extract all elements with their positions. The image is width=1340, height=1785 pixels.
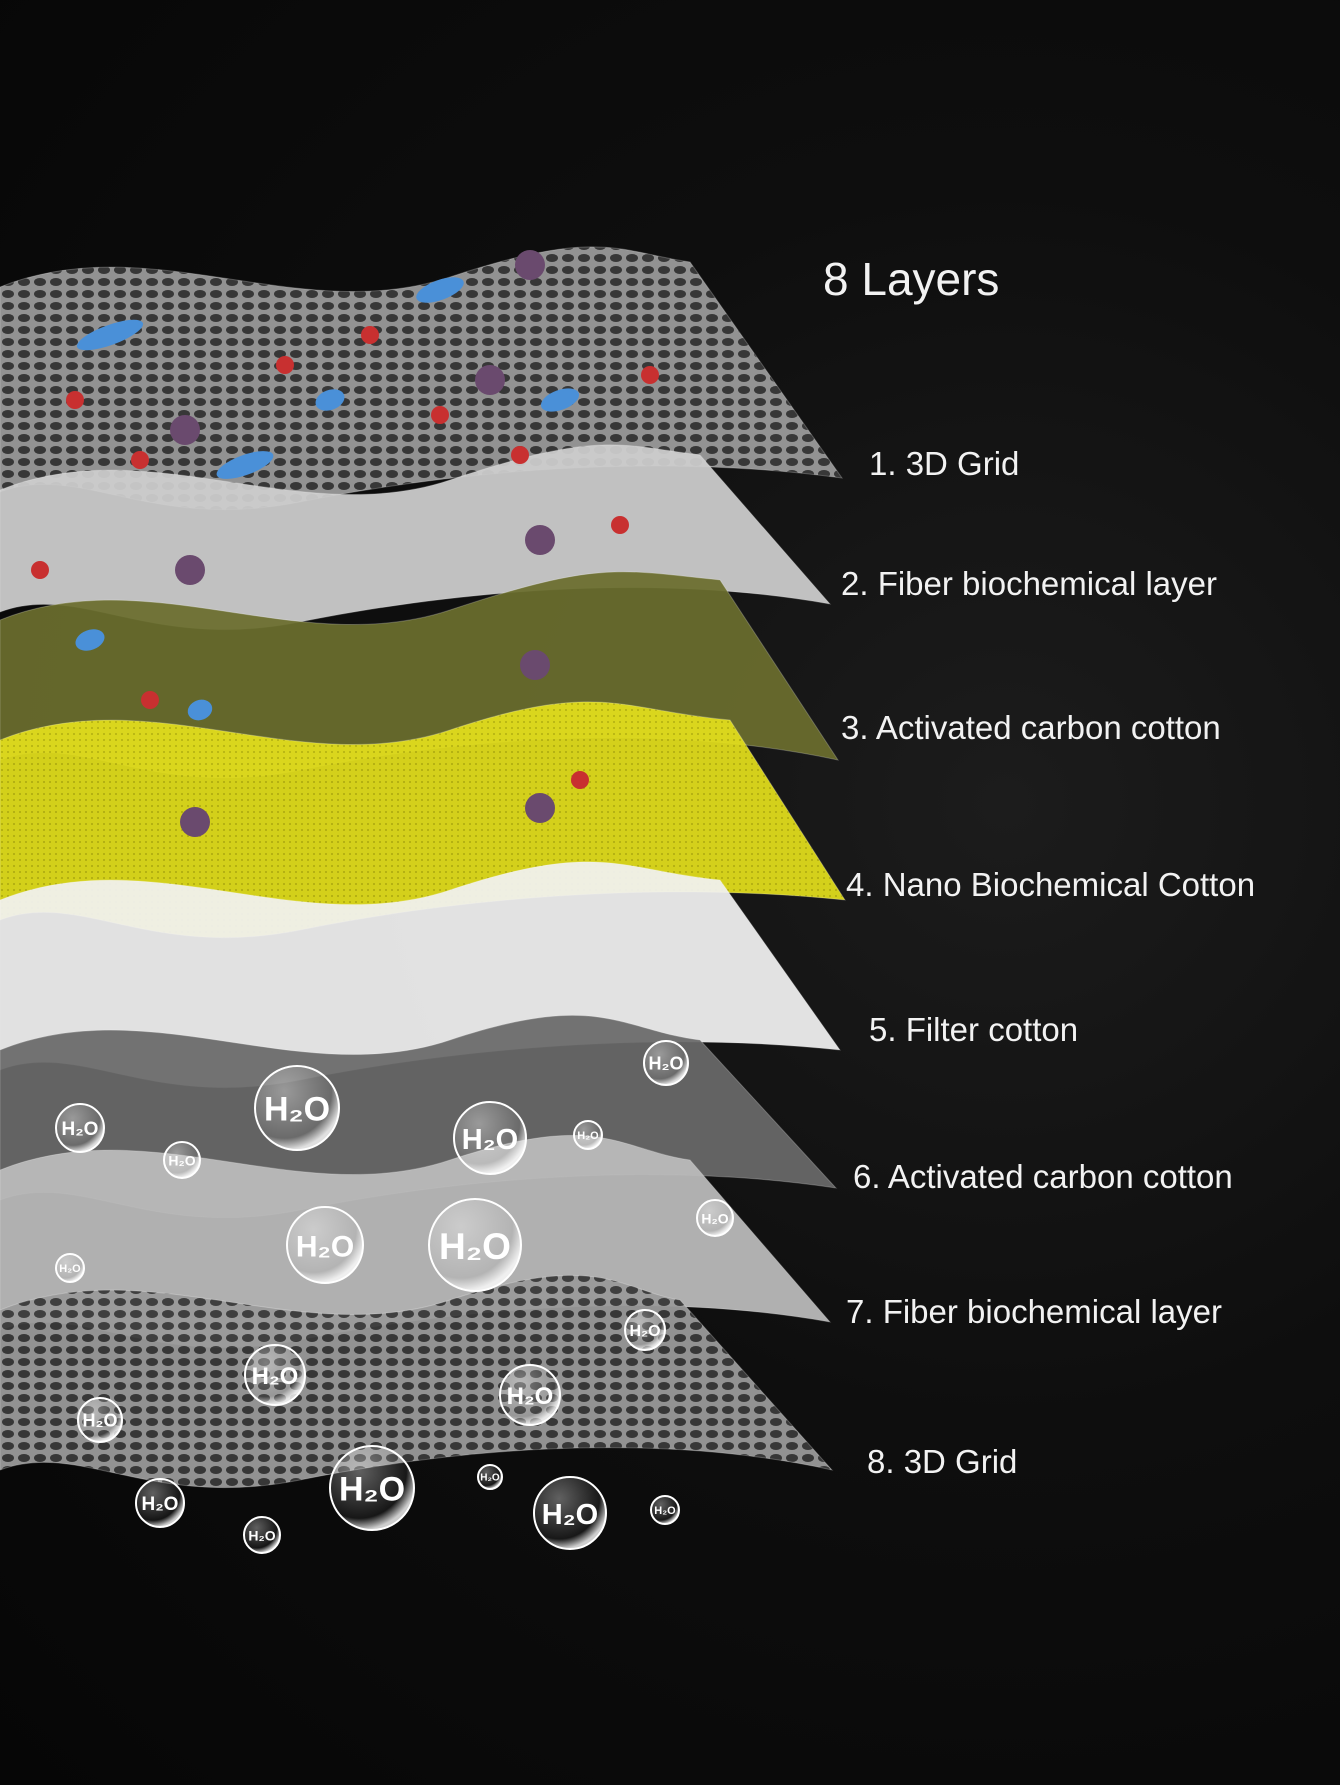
layer-label-5: 5. Filter cotton bbox=[869, 1011, 1079, 1048]
water-bubble-icon: H₂O bbox=[244, 1344, 306, 1406]
water-bubble-icon: H₂O bbox=[163, 1141, 201, 1179]
svg-text:H₂O: H₂O bbox=[248, 1527, 275, 1543]
svg-text:H₂O: H₂O bbox=[252, 1363, 299, 1390]
germ-icon bbox=[520, 650, 550, 680]
water-bubble-icon: H₂O bbox=[650, 1495, 680, 1525]
bacteria-icon bbox=[187, 699, 213, 721]
svg-text:H₂O: H₂O bbox=[142, 1494, 179, 1515]
germ-icon bbox=[525, 525, 555, 555]
water-bubble-icon: H₂O bbox=[477, 1464, 503, 1490]
layer-label-4: 4. Nano Biochemical Cotton bbox=[846, 866, 1256, 903]
svg-text:H₂O: H₂O bbox=[62, 1119, 99, 1140]
germ-icon bbox=[141, 691, 159, 709]
germ-icon bbox=[611, 516, 629, 534]
svg-text:H₂O: H₂O bbox=[339, 1471, 405, 1509]
svg-text:H₂O: H₂O bbox=[59, 1263, 81, 1275]
water-bubble-icon: H₂O bbox=[624, 1309, 666, 1351]
germ-icon bbox=[276, 356, 294, 374]
layer-label-8: 8. 3D Grid bbox=[867, 1443, 1018, 1480]
germ-icon bbox=[525, 793, 555, 823]
germ-icon bbox=[641, 366, 659, 384]
svg-text:H₂O: H₂O bbox=[264, 1091, 330, 1129]
water-bubble-icon: H₂O bbox=[55, 1103, 105, 1153]
water-bubble-icon: H₂O bbox=[428, 1198, 522, 1292]
bacteria-icon bbox=[416, 277, 464, 303]
layer-label-3: 3. Activated carbon cotton bbox=[841, 709, 1221, 746]
svg-text:H₂O: H₂O bbox=[542, 1499, 598, 1531]
germ-icon bbox=[515, 250, 545, 280]
svg-text:H₂O: H₂O bbox=[649, 1054, 684, 1074]
svg-text:H₂O: H₂O bbox=[296, 1230, 354, 1263]
svg-text:H₂O: H₂O bbox=[462, 1124, 518, 1156]
svg-text:H₂O: H₂O bbox=[439, 1226, 511, 1267]
germ-icon bbox=[475, 365, 505, 395]
water-bubble-icon: H₂O bbox=[453, 1101, 527, 1175]
germ-icon bbox=[571, 771, 589, 789]
germ-icon bbox=[31, 561, 49, 579]
diagram-title: 8 Layers bbox=[823, 253, 1000, 305]
layer-label-1: 1. 3D Grid bbox=[869, 445, 1020, 482]
svg-text:H₂O: H₂O bbox=[577, 1130, 599, 1142]
germ-icon bbox=[131, 451, 149, 469]
bacteria-icon bbox=[540, 388, 580, 412]
bacteria-icon bbox=[216, 451, 274, 479]
water-bubble-icon: H₂O bbox=[533, 1476, 607, 1550]
water-bubble-icon: H₂O bbox=[286, 1206, 364, 1284]
germ-icon bbox=[511, 446, 529, 464]
water-bubble-icon: H₂O bbox=[573, 1120, 603, 1150]
germ-icon bbox=[175, 555, 205, 585]
water-bubble-icon: H₂O bbox=[77, 1397, 123, 1443]
layer-label-6: 6. Activated carbon cotton bbox=[853, 1158, 1233, 1195]
water-bubble-icon: H₂O bbox=[329, 1445, 415, 1531]
germ-icon bbox=[170, 415, 200, 445]
svg-text:H₂O: H₂O bbox=[168, 1152, 195, 1168]
layer-8-grid bbox=[0, 1274, 834, 1489]
germ-icon bbox=[431, 406, 449, 424]
water-bubble-icon: H₂O bbox=[696, 1199, 734, 1237]
water-bubble-icon: H₂O bbox=[643, 1040, 689, 1086]
svg-text:H₂O: H₂O bbox=[83, 1411, 118, 1431]
water-bubble-icon: H₂O bbox=[499, 1364, 561, 1426]
water-bubble-icon: H₂O bbox=[254, 1065, 340, 1151]
water-bubble-icon: H₂O bbox=[243, 1516, 281, 1554]
bacteria-icon bbox=[315, 389, 345, 411]
layer-label-2: 2. Fiber biochemical layer bbox=[841, 565, 1217, 602]
svg-text:H₂O: H₂O bbox=[701, 1210, 728, 1226]
water-bubble-icon: H₂O bbox=[135, 1478, 185, 1528]
svg-text:H₂O: H₂O bbox=[480, 1473, 500, 1484]
svg-text:H₂O: H₂O bbox=[507, 1383, 554, 1410]
bacteria-icon bbox=[76, 319, 144, 351]
svg-text:H₂O: H₂O bbox=[654, 1505, 676, 1517]
germ-icon bbox=[361, 326, 379, 344]
germ-icon bbox=[66, 391, 84, 409]
bacteria-icon bbox=[75, 629, 105, 651]
germ-icon bbox=[180, 807, 210, 837]
svg-text:H₂O: H₂O bbox=[629, 1323, 660, 1340]
water-bubble-icon: H₂O bbox=[55, 1253, 85, 1283]
layer-label-7: 7. Fiber biochemical layer bbox=[846, 1293, 1222, 1330]
